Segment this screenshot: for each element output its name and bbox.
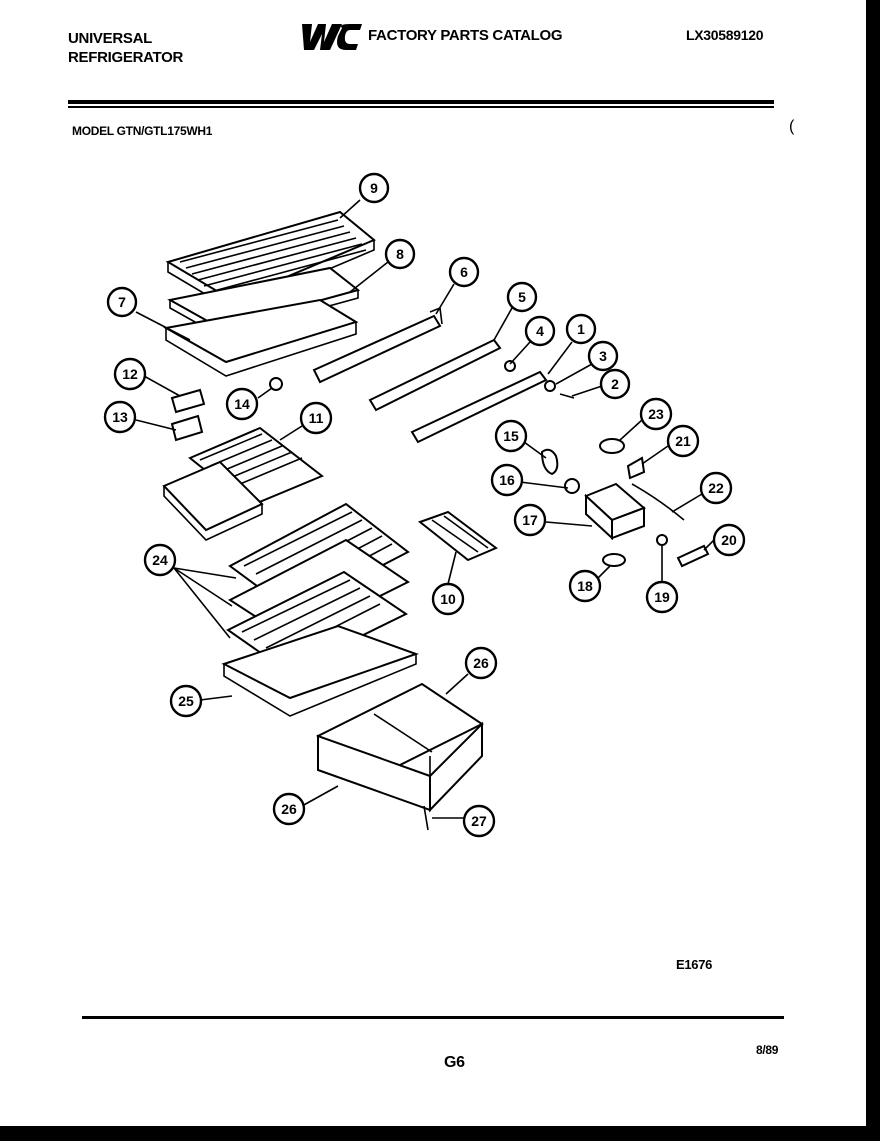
drawing-code: E1676 — [676, 957, 713, 972]
callout-20: 20 — [712, 523, 746, 557]
part-7-shelf-base — [163, 298, 359, 377]
callout-14: 14 — [225, 387, 259, 421]
leader-lines — [135, 199, 715, 819]
page-code: G6 — [444, 1054, 465, 1071]
part-17-housing — [584, 482, 646, 541]
svg-text:5: 5 — [518, 289, 526, 305]
callout-23: 23 — [639, 397, 673, 431]
part-20-switch — [676, 544, 710, 568]
catalog-page: UNIVERSAL REFRIGERATOR FACTORY PARTS CAT… — [0, 0, 866, 1126]
svg-text:27: 27 — [471, 813, 487, 829]
callout-19: 19 — [645, 580, 679, 614]
callout-12: 12 — [113, 357, 147, 391]
part-11-frame — [162, 426, 324, 541]
part-2-pin — [559, 393, 575, 399]
catalog-number: LX30589120 — [686, 27, 764, 43]
callout-8: 8 — [384, 238, 416, 270]
part-1-rail — [410, 370, 548, 444]
svg-text:1: 1 — [577, 321, 585, 337]
callout-1: 1 — [565, 313, 597, 345]
wci-logo — [302, 24, 362, 50]
svg-text:18: 18 — [577, 578, 593, 594]
part-18-lens — [602, 553, 626, 567]
callout-26-lower: 26 — [272, 792, 306, 826]
svg-text:23: 23 — [648, 406, 664, 422]
part-19-nut — [656, 534, 668, 546]
svg-text:22: 22 — [708, 480, 724, 496]
svg-text:17: 17 — [522, 512, 538, 528]
svg-text:13: 13 — [112, 409, 128, 425]
callout-18: 18 — [568, 569, 602, 603]
callout-22: 22 — [699, 471, 733, 505]
callout-11: 11 — [299, 401, 333, 435]
model-number: MODEL GTN/GTL175WH1 — [72, 124, 213, 138]
callout-13: 13 — [103, 400, 137, 434]
part-23-knob — [599, 438, 625, 454]
svg-text:16: 16 — [499, 472, 515, 488]
svg-text:15: 15 — [503, 428, 519, 444]
brand-line-1: UNIVERSAL — [68, 30, 152, 47]
part-3-washer — [544, 380, 556, 392]
part-25-frame — [221, 624, 419, 717]
callout-5: 5 — [506, 281, 538, 313]
callout-4: 4 — [524, 315, 556, 347]
part-26-crispers — [316, 682, 484, 813]
margin-mark: ( — [789, 118, 795, 135]
svg-text:20: 20 — [721, 532, 737, 548]
svg-text:26: 26 — [473, 655, 489, 671]
svg-text:8: 8 — [396, 246, 404, 262]
part-5-rail — [368, 338, 502, 412]
svg-text:25: 25 — [178, 693, 194, 709]
footer-rule — [82, 1016, 784, 1019]
callout-3: 3 — [587, 340, 619, 372]
svg-text:9: 9 — [370, 180, 378, 196]
svg-text:10: 10 — [440, 591, 456, 607]
part-4-screw — [504, 360, 516, 372]
part-10-ice-tray — [417, 510, 498, 562]
svg-text:11: 11 — [309, 410, 324, 426]
callout-16: 16 — [490, 463, 524, 497]
callout-10: 10 — [431, 582, 465, 616]
part-13-block — [170, 414, 204, 442]
exploded-parts-diagram: 9 8 7 6 5 4 1 3 2 12 13 14 11 15 16 17 1… — [103, 172, 746, 838]
svg-text:7: 7 — [118, 294, 126, 310]
svg-text:14: 14 — [234, 396, 250, 412]
callout-7: 7 — [106, 286, 138, 318]
svg-text:6: 6 — [460, 264, 468, 280]
callout-27: 27 — [462, 804, 496, 838]
callout-17: 17 — [513, 503, 547, 537]
callout-24: 24 — [143, 543, 177, 577]
date-code: 8/89 — [756, 1043, 779, 1057]
svg-text:21: 21 — [675, 433, 691, 449]
part-27-clip — [423, 805, 429, 831]
part-15-bulb — [540, 448, 559, 476]
part-14-knob — [269, 377, 283, 391]
svg-text:12: 12 — [122, 366, 138, 382]
header-rule — [68, 100, 774, 104]
svg-text:19: 19 — [654, 589, 670, 605]
brand-line-2: REFRIGERATOR — [68, 49, 184, 66]
callout-9: 9 — [358, 172, 390, 204]
part-21-thermostat — [626, 456, 646, 480]
callout-25: 25 — [169, 684, 203, 718]
callout-15: 15 — [494, 419, 528, 453]
callout-21: 21 — [666, 424, 700, 458]
callout-2: 2 — [599, 368, 631, 400]
svg-text:3: 3 — [599, 348, 607, 364]
callout-6: 6 — [448, 256, 480, 288]
svg-text:26: 26 — [281, 801, 297, 817]
header-rule-thin — [68, 106, 774, 108]
part-22-wire — [631, 483, 685, 521]
catalog-title: FACTORY PARTS CATALOG — [368, 27, 563, 44]
part-12-block — [170, 388, 206, 414]
svg-text:4: 4 — [536, 323, 544, 339]
part-16-socket — [564, 478, 580, 494]
svg-text:2: 2 — [611, 376, 619, 392]
svg-text:24: 24 — [152, 552, 168, 568]
callout-26-upper: 26 — [464, 646, 498, 680]
